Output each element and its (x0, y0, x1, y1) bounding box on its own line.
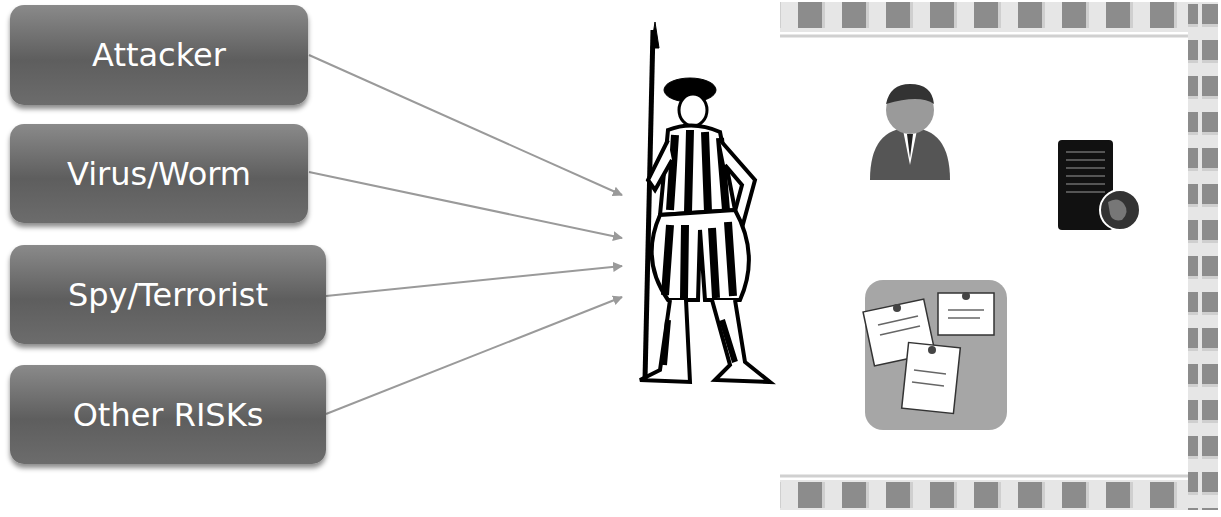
risk-box: Spy/Terrorist (10, 245, 326, 344)
box-label: Spy/Terrorist (60, 276, 276, 314)
box-label: Attacker (84, 36, 234, 74)
risk-box: Virus/Worm (10, 124, 308, 223)
user-icon (870, 84, 950, 180)
leader-arrows (309, 55, 622, 414)
castle-wall (780, 0, 1221, 517)
guard-figure (640, 22, 770, 382)
notes-board (863, 280, 1007, 430)
risk-box: Attacker (10, 5, 308, 105)
box-label: Other RISKs (65, 396, 272, 434)
box-label: Virus/Worm (59, 155, 259, 193)
server-icon (1058, 140, 1140, 230)
risk-box: Other RISKs (10, 365, 326, 464)
